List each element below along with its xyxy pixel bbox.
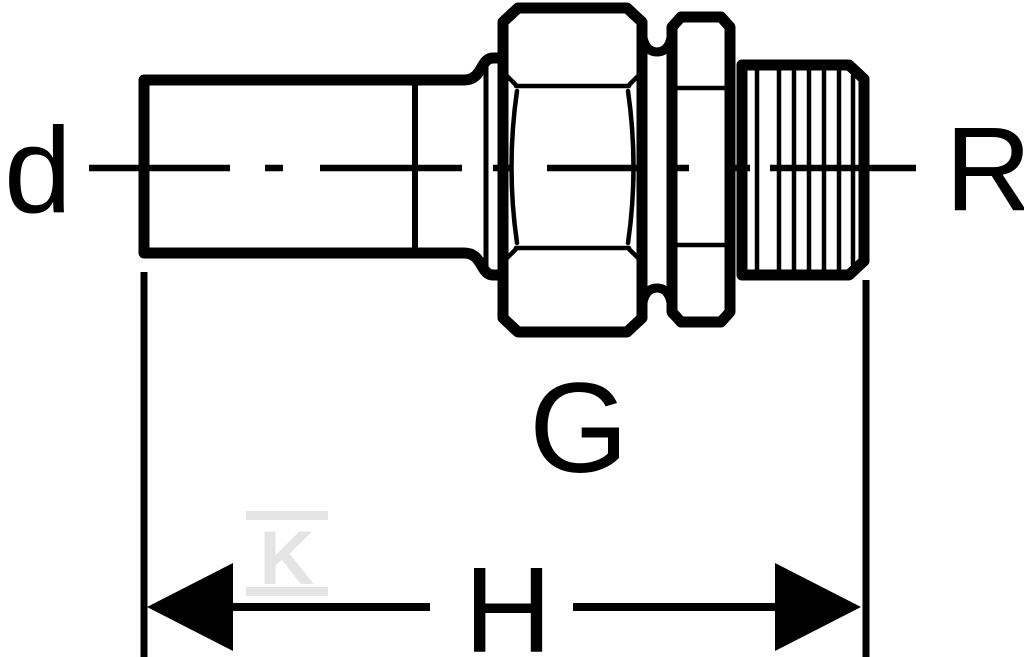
thread-outline bbox=[736, 59, 870, 281]
label-pipe-diameter-d: d bbox=[4, 102, 72, 238]
label-male-thread-r: R bbox=[945, 102, 1024, 236]
watermark-letter: K bbox=[260, 516, 315, 601]
body-hex-facets bbox=[671, 85, 731, 248]
watermark-bottom-bar bbox=[246, 587, 328, 596]
label-overall-length-h: H bbox=[464, 542, 552, 657]
body-hex-outline bbox=[666, 11, 736, 328]
dimension-annotations bbox=[140, 272, 870, 657]
watermark-top-bar bbox=[246, 511, 328, 520]
h-arrow-right bbox=[775, 563, 861, 651]
thread-lines bbox=[754, 65, 856, 275]
watermark-logo: K bbox=[246, 511, 328, 601]
h-arrow-left bbox=[147, 563, 233, 651]
fitting-drawing bbox=[138, 2, 870, 338]
label-union-thread-g: G bbox=[529, 357, 629, 500]
union-nut-hex-facets bbox=[502, 71, 643, 263]
